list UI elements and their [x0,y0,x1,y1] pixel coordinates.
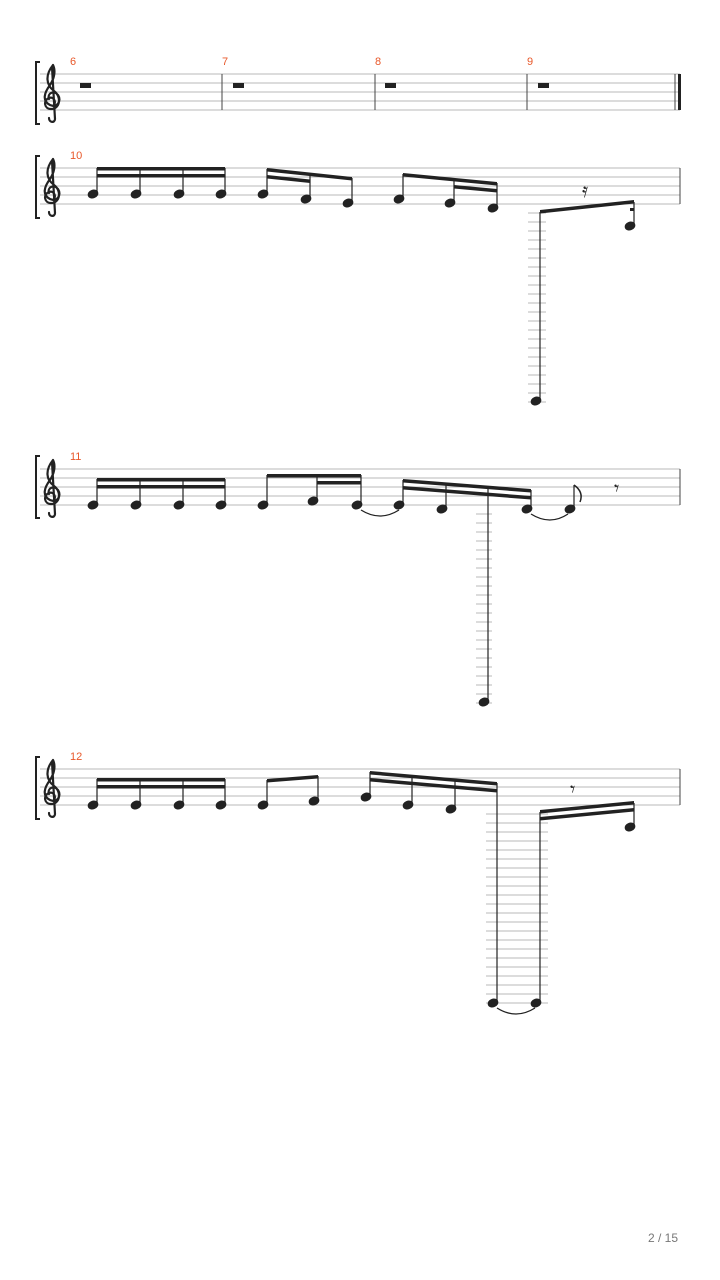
note-group: 𝄿 [528,178,636,406]
note-group: 𝄾 [393,476,619,707]
note-group [393,173,499,213]
system-bracket [35,756,40,820]
measure-number: 11 [70,451,81,463]
note-group [87,478,227,510]
tie [360,509,400,517]
whole-rest [233,83,244,88]
system-bracket [35,155,40,219]
beam [97,174,225,178]
note-head [173,189,185,199]
system-2: 10 [35,150,681,406]
beam [97,167,225,171]
sixteenth-rest: 𝄿 [582,178,588,202]
ledger-lines [476,513,492,704]
beam [267,168,352,181]
system-3: 11 [35,451,681,707]
note-group: 𝄾 [360,771,636,1015]
tie [530,513,569,521]
note-head [130,189,142,199]
measure-number: 10 [70,150,82,162]
measure-number: 12 [70,751,82,763]
page-indicator: 2 / 15 [647,1231,678,1245]
whole-rest [80,83,91,88]
system-bracket [35,455,40,519]
beam [267,175,310,183]
measure-number: 9 [527,56,533,68]
measure-number: 8 [375,56,381,68]
beam [540,200,634,214]
system-4: 12 [35,751,681,1015]
ledger-lines [486,813,548,1004]
note-group [87,167,227,199]
system-1: 6 7 8 9 [35,56,681,125]
system-bracket [35,61,40,125]
note-head [215,189,227,199]
ledger-lines [528,212,546,403]
final-barline [678,74,681,110]
note-group [87,778,227,810]
eighth-rest: 𝄾 [614,476,619,500]
tie [496,1007,536,1015]
whole-rest [538,83,549,88]
measure-number: 6 [70,56,76,68]
whole-rest [385,83,396,88]
staff-lines [40,73,680,111]
measure-number: 7 [222,56,228,68]
note-group [257,474,400,517]
note-group [257,168,354,208]
note-group [257,775,320,810]
note-head [87,189,99,199]
note-flag [573,484,582,503]
eighth-rest: 𝄾 [570,777,575,801]
